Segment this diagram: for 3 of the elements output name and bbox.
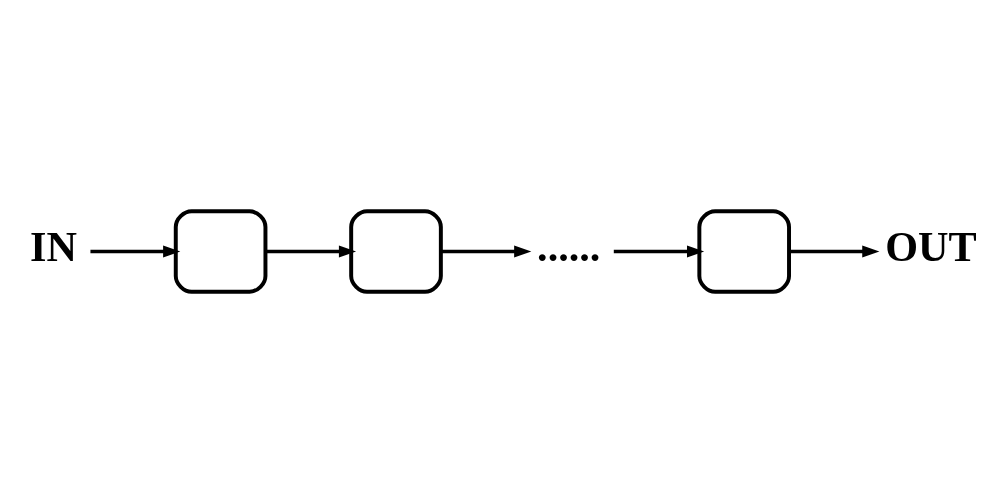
node-text: ...... (536, 222, 600, 270)
node-text: OUT (884, 222, 977, 270)
node-text: IN (29, 222, 77, 270)
